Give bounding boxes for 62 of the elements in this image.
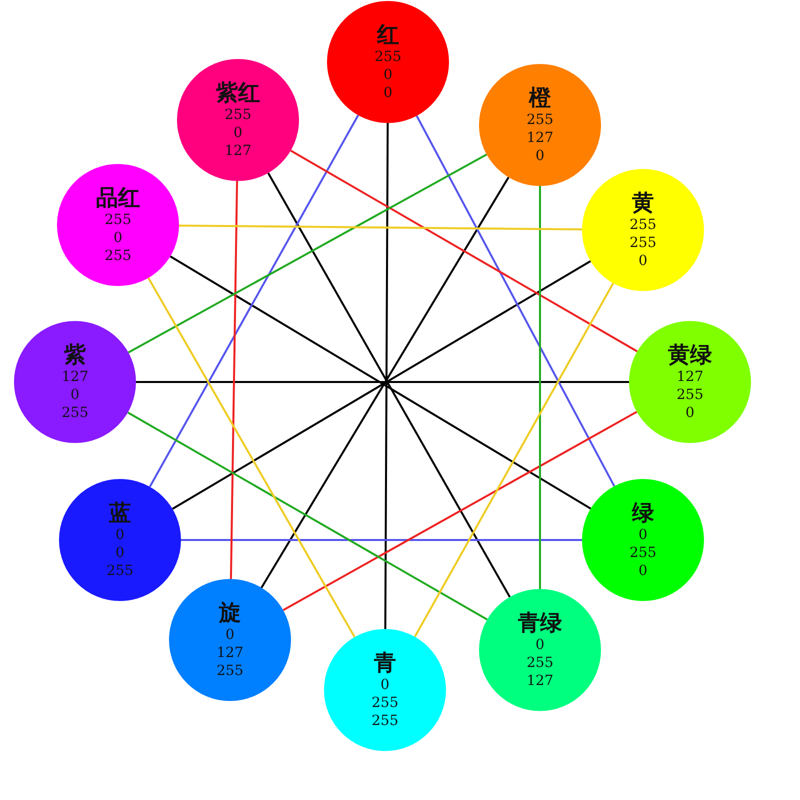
rgb-value: 127	[676, 368, 704, 386]
rgb-value: 127	[526, 672, 554, 690]
connector-line	[282, 410, 638, 612]
rgb-value: 0	[70, 386, 80, 404]
connector-line	[148, 114, 360, 488]
rgb-value: 127	[62, 368, 88, 386]
rgb-value: 255	[104, 247, 132, 265]
rgb-value: 255	[104, 211, 132, 229]
connector-line	[136, 381, 629, 383]
color-name: 青绿	[518, 610, 562, 636]
rgb-value: 255	[676, 386, 704, 404]
rgb-value: 0	[536, 147, 544, 165]
rgb-value: 0	[686, 404, 694, 422]
color-name: 黄绿	[668, 342, 712, 368]
color-name: 蓝	[109, 500, 131, 526]
connector-line	[290, 150, 638, 352]
rgb-value: 0	[638, 526, 648, 544]
color-name: 紫	[64, 342, 86, 368]
rgb-value: 0	[226, 626, 234, 644]
rgb-value: 0	[380, 676, 390, 694]
connector-line	[178, 224, 582, 230]
rgb-value: 0	[116, 526, 124, 544]
rgb-value: 255	[630, 216, 656, 234]
color-name: 旋	[219, 600, 241, 626]
rgb-value: 255	[526, 654, 554, 672]
connector-line	[127, 412, 488, 620]
connector-line	[181, 539, 582, 541]
connector-line	[128, 154, 488, 354]
rgb-value: 255	[630, 234, 656, 252]
rgb-value: 0	[234, 124, 242, 142]
rgb-value: 255	[374, 48, 402, 66]
color-name: 橙	[529, 85, 551, 111]
connector-line	[539, 186, 541, 589]
rgb-value: 127	[526, 129, 554, 147]
connector-line	[416, 115, 616, 487]
rgb-value: 0	[638, 562, 648, 580]
color-name: 红	[377, 22, 399, 48]
rgb-value: 0	[536, 636, 544, 654]
color-name: 品红	[96, 185, 140, 211]
rgb-value: 0	[638, 252, 648, 270]
rgb-value: 255	[526, 111, 554, 129]
rgb-value: 0	[384, 84, 392, 102]
rgb-value: 255	[372, 712, 398, 730]
color-name: 青	[374, 650, 396, 676]
color-name: 紫红	[216, 80, 260, 106]
connector-line	[148, 277, 356, 638]
rgb-value: 0	[114, 229, 122, 247]
rgb-value: 127	[216, 644, 244, 662]
rgb-value: 255	[216, 662, 244, 680]
color-name: 黄	[632, 190, 654, 216]
rgb-value: 255	[372, 694, 398, 712]
rgb-value: 255	[224, 106, 252, 124]
rgb-value: 255	[62, 404, 88, 422]
connector-line	[230, 180, 238, 580]
rgb-value: 0	[384, 66, 392, 84]
connector-line	[384, 123, 389, 629]
rgb-value: 255	[106, 562, 134, 580]
color-name: 绿	[632, 500, 654, 526]
connector-line	[414, 282, 614, 638]
rgb-value: 0	[116, 544, 124, 562]
rgb-value: 127	[224, 142, 252, 160]
rgb-value: 255	[630, 544, 656, 562]
